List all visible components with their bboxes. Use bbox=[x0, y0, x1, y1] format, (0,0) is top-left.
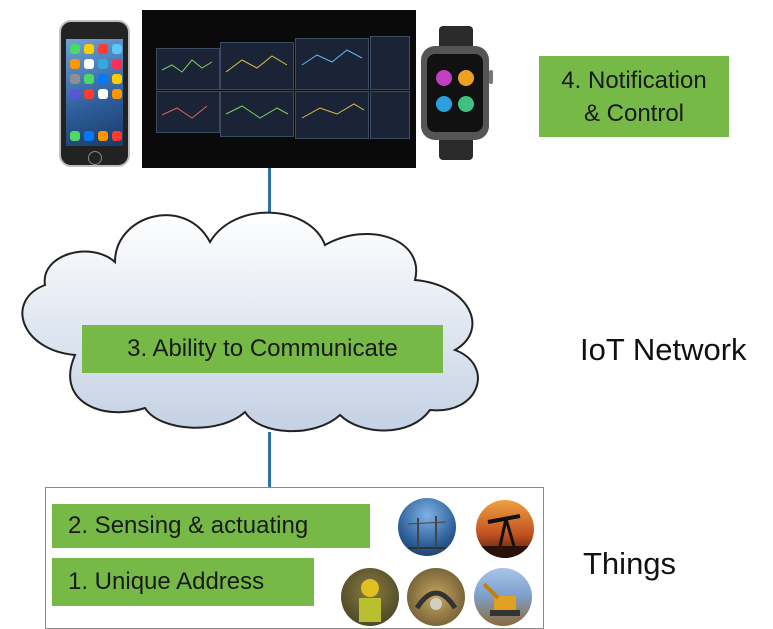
notification-label: 4. Notification & Control bbox=[561, 66, 707, 127]
smartwatch-icon bbox=[421, 26, 493, 160]
address-box: 1. Unique Address bbox=[52, 558, 314, 606]
sensing-box: 2. Sensing & actuating bbox=[52, 504, 370, 548]
notification-box: 4. Notification & Control bbox=[539, 56, 729, 137]
oil-pump-icon bbox=[476, 500, 534, 558]
sensing-label: 2. Sensing & actuating bbox=[68, 512, 309, 539]
power-substation-icon bbox=[398, 498, 456, 556]
cloud-icon bbox=[21, 211, 479, 433]
connector-top bbox=[268, 168, 271, 212]
mining-machine-icon bbox=[407, 568, 465, 626]
network-label: IoT Network bbox=[580, 332, 747, 367]
control-room-wall-icon bbox=[142, 10, 416, 168]
things-label: Things bbox=[583, 546, 677, 581]
communicate-box: 3. Ability to Communicate bbox=[82, 325, 443, 373]
excavator-icon bbox=[474, 568, 532, 626]
worker-icon bbox=[341, 568, 399, 626]
address-label: 1. Unique Address bbox=[68, 568, 265, 595]
connector-bottom bbox=[268, 432, 271, 489]
smartphone-icon bbox=[61, 22, 128, 165]
communicate-label: 3. Ability to Communicate bbox=[127, 335, 398, 362]
